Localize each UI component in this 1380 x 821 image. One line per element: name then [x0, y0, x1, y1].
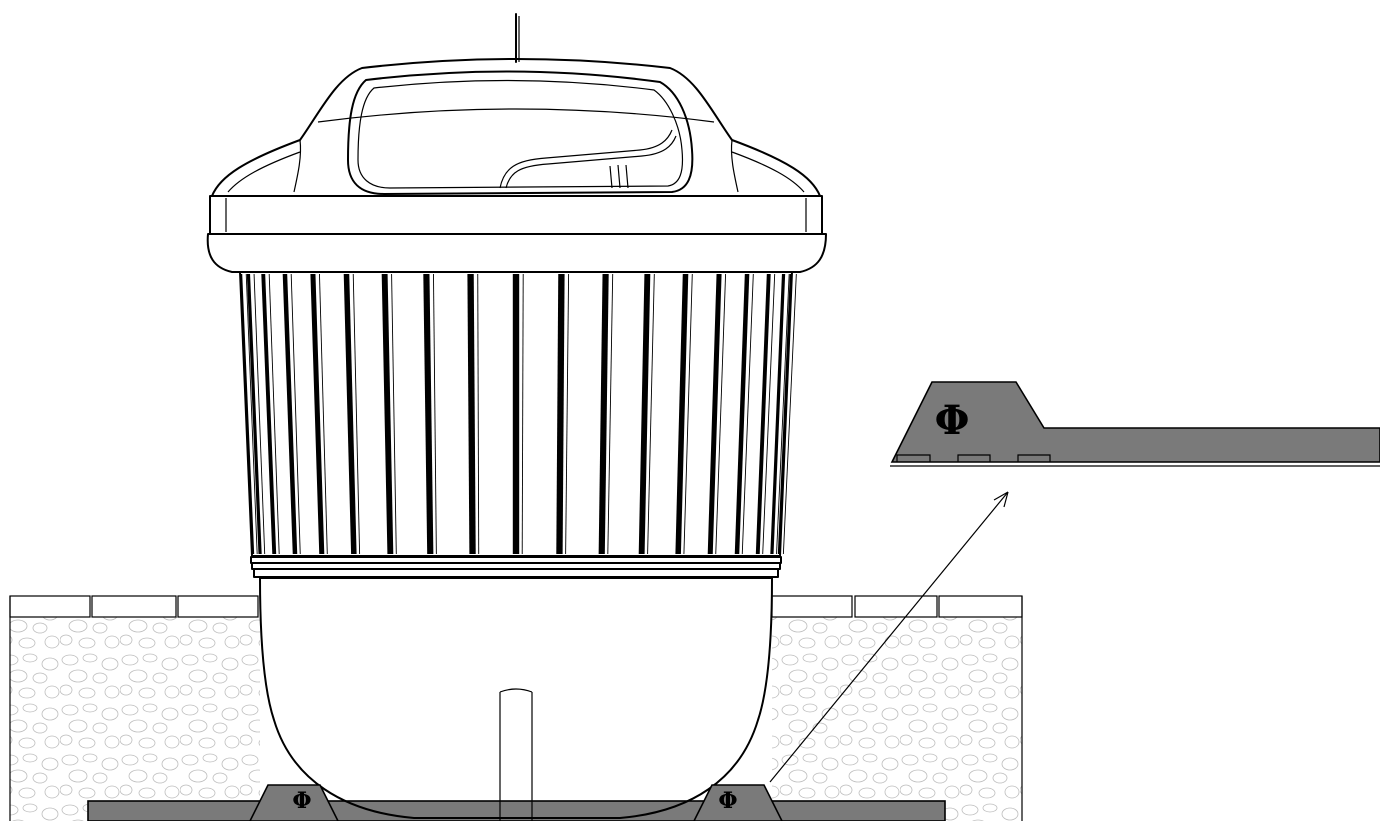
filter-rib [261, 274, 277, 554]
dome-lid [211, 13, 821, 197]
filter-rib-edge [268, 273, 280, 555]
filter-rib-edge [683, 273, 693, 555]
filter-rib-edge [565, 273, 570, 555]
filter-rib-edge [715, 273, 727, 555]
filter-rib-edge [741, 273, 754, 555]
filter-rib-edge [245, 273, 258, 555]
filter-rib [556, 274, 565, 554]
seal-rings [250, 556, 782, 578]
paving-slabs-left [9, 595, 259, 618]
lid-rim [206, 195, 827, 273]
filter-rib [755, 274, 771, 554]
anchor-symbol-right: Φ [718, 788, 737, 814]
filter-rib-edge [521, 273, 524, 555]
anchor-symbol-detail: Φ [935, 397, 970, 444]
detail-anchor-enlarged: Φ [890, 381, 1380, 467]
filter-rib [777, 274, 793, 554]
filter-rib [246, 274, 262, 554]
paving-slabs-right [771, 595, 1023, 618]
filter-rib [512, 274, 520, 554]
filter-rib-edge [776, 273, 790, 555]
filter-rib [707, 274, 722, 554]
filter-rib [734, 274, 750, 554]
filter-rib [423, 274, 434, 554]
filter-rib [598, 274, 609, 554]
filter-rib [282, 274, 298, 554]
filter-rib-edge [762, 273, 776, 555]
filter-rib-edge [391, 273, 397, 555]
anchor-symbol-left: Φ [292, 788, 311, 814]
filter-rib [343, 274, 357, 554]
filter-rib-edge [647, 273, 655, 555]
filter-rib-edge [477, 273, 480, 555]
filter-rib-edge [433, 273, 437, 555]
filter-rib-edge [319, 273, 328, 555]
filter-rib-edge [607, 273, 614, 555]
filter-rib [239, 274, 255, 554]
filter-rib [310, 274, 325, 554]
tank-bowl [259, 577, 773, 821]
filter-rib-edge [782, 273, 797, 555]
filter-rib-edge [253, 273, 266, 555]
filter-rib [381, 274, 394, 554]
gravel-backfill [9, 596, 1023, 821]
anchor-block-left: Φ [249, 784, 339, 821]
filter-rib [770, 274, 786, 554]
detail-callout-arrow [769, 491, 1009, 783]
filter-rib [638, 274, 651, 554]
filter-rib [467, 274, 476, 554]
ribbed-filter-body [239, 271, 797, 557]
filter-rib [675, 274, 689, 554]
filter-rib-edge [290, 273, 301, 555]
filter-rib-edge [352, 273, 361, 555]
anchor-block-right: Φ [693, 784, 783, 821]
